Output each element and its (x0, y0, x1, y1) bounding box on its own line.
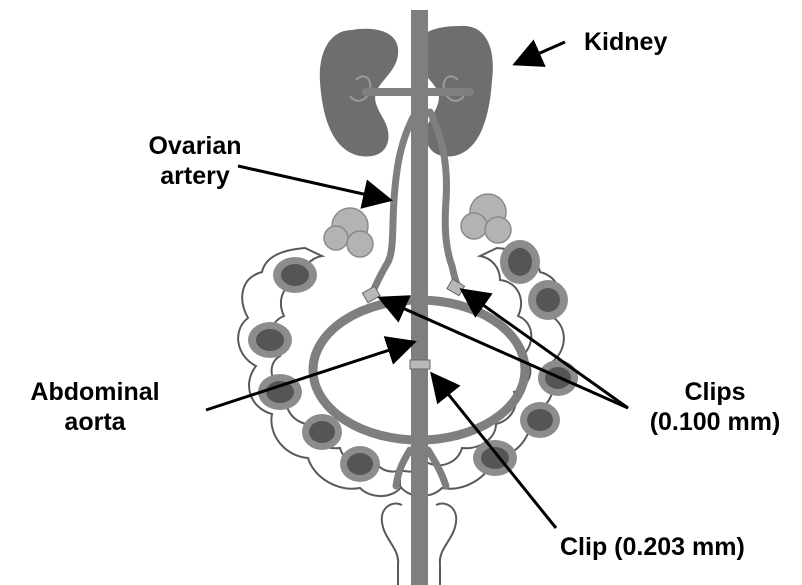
label-clips-line1: Clips (632, 377, 798, 407)
label-abdominal-aorta: Abdominal aorta (5, 377, 185, 437)
label-abdominal-aorta-line2: aorta (5, 407, 185, 437)
clip-right (447, 279, 465, 296)
abdominal-aorta (411, 10, 428, 585)
arrow-ovarian-artery (238, 166, 390, 200)
label-ovarian-artery: Ovarian artery (130, 131, 260, 191)
label-abdominal-aorta-line1: Abdominal (5, 377, 185, 407)
label-clips-line2: (0.100 mm) (632, 407, 798, 437)
arrow-abdominal-aorta (206, 342, 414, 410)
label-clips: Clips (0.100 mm) (632, 377, 798, 437)
label-ovarian-artery-line2: artery (130, 161, 260, 191)
arrow-kidney (515, 42, 565, 64)
label-clip: Clip (0.203 mm) (560, 532, 745, 562)
label-kidney: Kidney (584, 27, 667, 57)
ovary-right (461, 194, 511, 243)
label-ovarian-artery-line1: Ovarian (130, 131, 260, 161)
clip-aorta (410, 360, 430, 369)
ovary-left (324, 208, 373, 257)
